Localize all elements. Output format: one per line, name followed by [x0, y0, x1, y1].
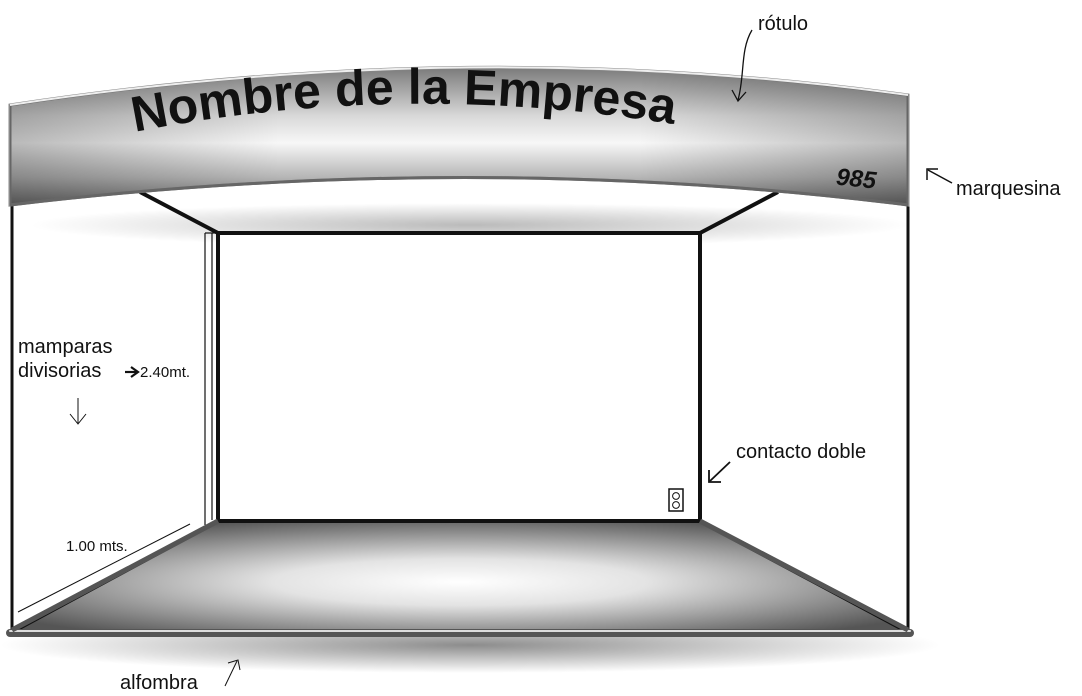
contacto-arrow — [709, 461, 731, 482]
label-contacto: contacto doble — [736, 441, 866, 463]
divisorias-arrow-head — [130, 366, 140, 378]
label-mamparas: mamparas — [18, 336, 112, 358]
alfombra-arrow-head — [227, 659, 241, 671]
floor-right-trim — [698, 518, 910, 633]
label-alfombra: alfombra — [120, 672, 199, 691]
label-divisorias: divisorias — [18, 360, 101, 382]
rotulo-arrow — [737, 29, 753, 101]
marquesina-arrow — [927, 169, 953, 184]
marquesina-arrow-head — [926, 168, 938, 180]
label-height: 2.40mt. — [140, 364, 190, 381]
marquee-bottom-rim — [9, 176, 909, 207]
rotulo-arrow-head — [731, 89, 747, 103]
marquee-shade — [10, 67, 908, 205]
carpet — [10, 519, 910, 634]
label-depth: 1.00 mts. — [66, 538, 128, 555]
label-rotulo: rótulo — [758, 13, 808, 35]
back-wall — [216, 231, 702, 523]
alfombra-arrow — [224, 660, 238, 687]
ceiling-right-beam — [699, 190, 779, 235]
label-marquesina: marquesina — [956, 178, 1061, 200]
depth-dimension-line — [17, 523, 191, 613]
marquee-top-rim — [9, 66, 909, 106]
contacto-arrow-head — [708, 470, 721, 483]
double-outlet-icon — [668, 488, 684, 512]
floor-left-trim — [10, 518, 220, 633]
ceiling-left-beam — [139, 190, 219, 235]
mamparas-down-arrow-head — [69, 413, 87, 425]
booth-number: 985 — [835, 164, 878, 195]
